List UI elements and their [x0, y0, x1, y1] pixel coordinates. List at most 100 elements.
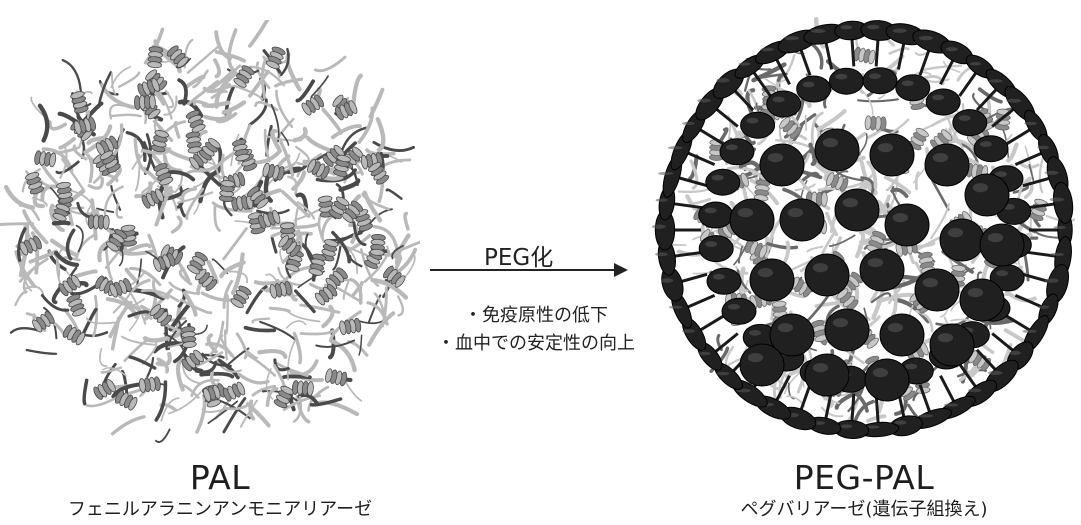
ribbon-strand: [214, 50, 247, 63]
helix-coil: [325, 267, 348, 290]
ribbon-strand: [82, 378, 89, 406]
ribbon-strand: [112, 290, 132, 314]
helix-coil: [826, 172, 849, 192]
ribbon-strand: [86, 135, 108, 146]
ribbon-strand: [70, 269, 98, 280]
helix-coil: [138, 376, 161, 393]
ribbon-strand: [190, 378, 220, 398]
ribbon-strand: [883, 175, 912, 195]
helix-coil: [317, 195, 335, 218]
ribbon-strand: [375, 117, 386, 153]
peg-pal-illustration: [652, 16, 1076, 439]
ribbon-strand: [314, 55, 347, 73]
ribbon-strand: [315, 339, 356, 348]
pal-ribbon-illustration: [0, 20, 420, 444]
ribbon-strand: [108, 300, 133, 339]
ribbon-strand: [259, 320, 297, 342]
ribbon-strand: [330, 124, 362, 140]
ribbon-strand: [254, 100, 279, 112]
ribbon-strand: [295, 79, 315, 103]
ribbon-strand: [37, 103, 50, 143]
helix-coil: [166, 45, 189, 68]
ribbon-strand: [17, 227, 27, 262]
ribbon-strand: [179, 383, 200, 399]
peg-chain-disc: [864, 358, 910, 402]
ribbon-strand: [338, 243, 372, 258]
peg-chain-disc: [706, 267, 742, 295]
ribbon-strand: [124, 267, 138, 283]
ribbon-strand: [104, 247, 114, 281]
ribbon-strand: [297, 393, 320, 407]
ribbon-strand: [224, 404, 248, 411]
ribbon-strand: [870, 292, 892, 304]
ribbon-strand: [738, 160, 762, 171]
ribbon-strand: [348, 255, 363, 268]
ribbon-strand: [692, 197, 712, 205]
helix-coil: [314, 283, 338, 306]
ribbon-strand: [358, 334, 363, 356]
helix-coil: [180, 326, 197, 349]
ribbon-strand: [309, 397, 343, 407]
helix-coil: [87, 214, 110, 230]
ribbon-strand: [299, 303, 341, 314]
peg-chain-disc: [814, 128, 860, 172]
ribbon-strand: [914, 236, 941, 252]
ribbon-strand: [890, 187, 909, 199]
ribbon-strand: [102, 367, 127, 377]
helix-coil: [149, 304, 172, 327]
ribbon-strand: [248, 98, 268, 127]
helix-coil: [1029, 198, 1049, 222]
ribbon-strand: [321, 107, 343, 135]
ribbon-strand: [173, 121, 181, 139]
peg-chain-disc: [914, 268, 960, 312]
helix-coil: [247, 186, 269, 209]
ribbon-strand: [255, 61, 271, 90]
ribbon-strand: [103, 185, 124, 218]
ribbon-strand: [275, 89, 294, 128]
ribbon-strand: [251, 384, 277, 397]
helix-coil: [278, 235, 301, 257]
ribbon-strand: [72, 144, 88, 161]
helix-coil: [291, 380, 314, 397]
ribbon-strand: [3, 184, 36, 210]
ribbon-strand: [366, 301, 389, 326]
helix-coil: [779, 116, 802, 139]
ribbon-strand: [99, 347, 108, 367]
ribbon-strand: [115, 202, 123, 219]
ribbon-strand: [140, 289, 180, 303]
peg-chain-disc: [740, 111, 776, 139]
ribbon-strand: [1012, 184, 1030, 194]
ribbon-strand: [110, 415, 146, 436]
helix-coil: [950, 264, 967, 287]
peg-chain-disc: [828, 67, 864, 95]
ribbon-strand: [291, 222, 319, 230]
peg-chain-disc: [779, 198, 825, 242]
ribbon-strand: [141, 147, 172, 155]
ribbon-strand: [292, 331, 303, 365]
ribbon-strand: [217, 358, 240, 380]
ribbon-strand: [257, 348, 288, 359]
ribbon-strand: [168, 281, 200, 296]
ribbon-strand: [309, 282, 328, 291]
ribbon-strand: [92, 294, 99, 338]
helix-coil: [745, 239, 768, 259]
ribbon-strand: [396, 295, 405, 317]
ribbon-strand: [893, 297, 931, 324]
helix-coil: [150, 130, 169, 153]
ribbon-strand: [178, 269, 193, 286]
ribbon-strand: [177, 78, 188, 106]
helix-coil: [230, 285, 252, 309]
peg-chain-disc: [952, 109, 988, 137]
peg-chain-disc: [698, 201, 734, 229]
ribbon-strand: [164, 89, 175, 109]
helix-coil: [185, 131, 203, 154]
ribbon-strand: [391, 244, 404, 260]
ribbon-strand: [106, 166, 122, 187]
ribbon-strand: [187, 79, 219, 106]
ribbon-strand: [168, 391, 202, 415]
ribbon-strand: [293, 289, 316, 314]
ribbon-strand: [328, 338, 357, 373]
ribbon-strand: [176, 191, 214, 204]
ribbon-strand: [65, 228, 76, 261]
ribbon-strand: [97, 71, 113, 109]
